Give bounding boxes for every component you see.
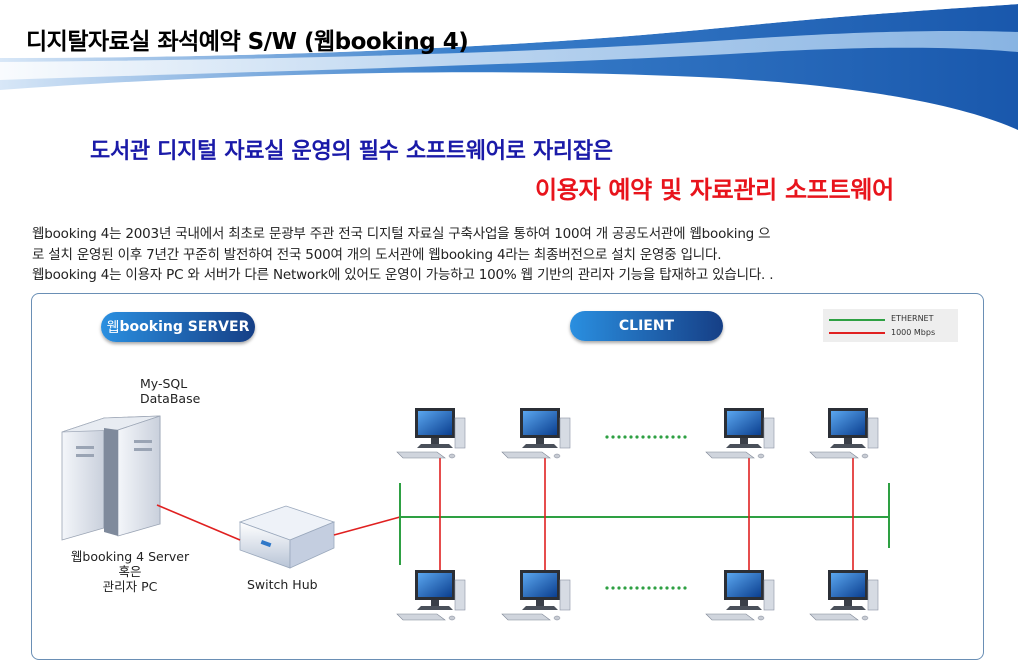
legend-gigabit-line (829, 332, 885, 334)
server-label-line-3: 관리자 PC (102, 579, 158, 594)
description-line-3: 웹booking 4는 이용자 PC 와 서버가 다른 Network에 있어도… (32, 267, 774, 283)
mysql-label: My-SQL DataBase (140, 376, 200, 406)
headline-secondary: 이용자 예약 및 자료관리 소프트웨어 (535, 176, 894, 204)
server-pill-prefix: 웹 (106, 320, 120, 336)
ellipsis-bottom (605, 586, 687, 590)
ellipsis-top (605, 435, 687, 439)
pc-icon-top-3 (705, 408, 775, 459)
legend-ethernet-line (829, 319, 885, 321)
server-pill-label: booking SERVER (119, 319, 250, 335)
legend: ETHERNET 1000 Mbps (823, 309, 958, 342)
switch-hub-label: Switch Hub (247, 577, 318, 592)
link-switch-backbone (333, 516, 401, 536)
pc-icon-top-1 (396, 408, 466, 459)
link-server-switch (156, 504, 241, 541)
server-label-line-1: 웹booking 4 Server (70, 549, 190, 564)
headline-primary: 도서관 디지털 자료실 운영의 필수 소프트웨어로 자리잡은 (90, 139, 613, 164)
server-pill: 웹 booking SERVER (101, 312, 255, 342)
pc-icon-bottom-1 (396, 570, 466, 621)
header-swoosh (0, 0, 1018, 130)
mysql-label-line-1: My-SQL (140, 376, 188, 391)
network-diagram-frame (31, 293, 984, 660)
server-label: 웹booking 4 Server 혹은 관리자 PC (60, 549, 200, 594)
pc-icon-bottom-4 (809, 570, 879, 621)
page-title: 디지탈자료실 좌석예약 S/W (웹booking 4) (26, 29, 469, 55)
server-label-line-2: 혹은 (118, 564, 142, 579)
server-tower-icon (61, 415, 161, 541)
client-pill: CLIENT (570, 311, 723, 341)
pc-icon-top-4 (809, 408, 879, 459)
description-line-1: 웹booking 4는 2003년 국내에서 최초로 문광부 주관 전국 디지털… (32, 226, 771, 242)
switch-hub-icon (238, 505, 336, 569)
legend-gigabit-label: 1000 Mbps (891, 328, 936, 337)
pc-icon-bottom-3 (705, 570, 775, 621)
mysql-label-line-2: DataBase (140, 391, 201, 406)
legend-ethernet-label: ETHERNET (891, 314, 934, 323)
pc-icon-bottom-2 (501, 570, 571, 621)
pc-icon-top-2 (501, 408, 571, 459)
description-line-2: 로 설치 운영된 이후 7년간 꾸준히 발전하여 전국 500여 개의 도서관에… (32, 247, 722, 263)
